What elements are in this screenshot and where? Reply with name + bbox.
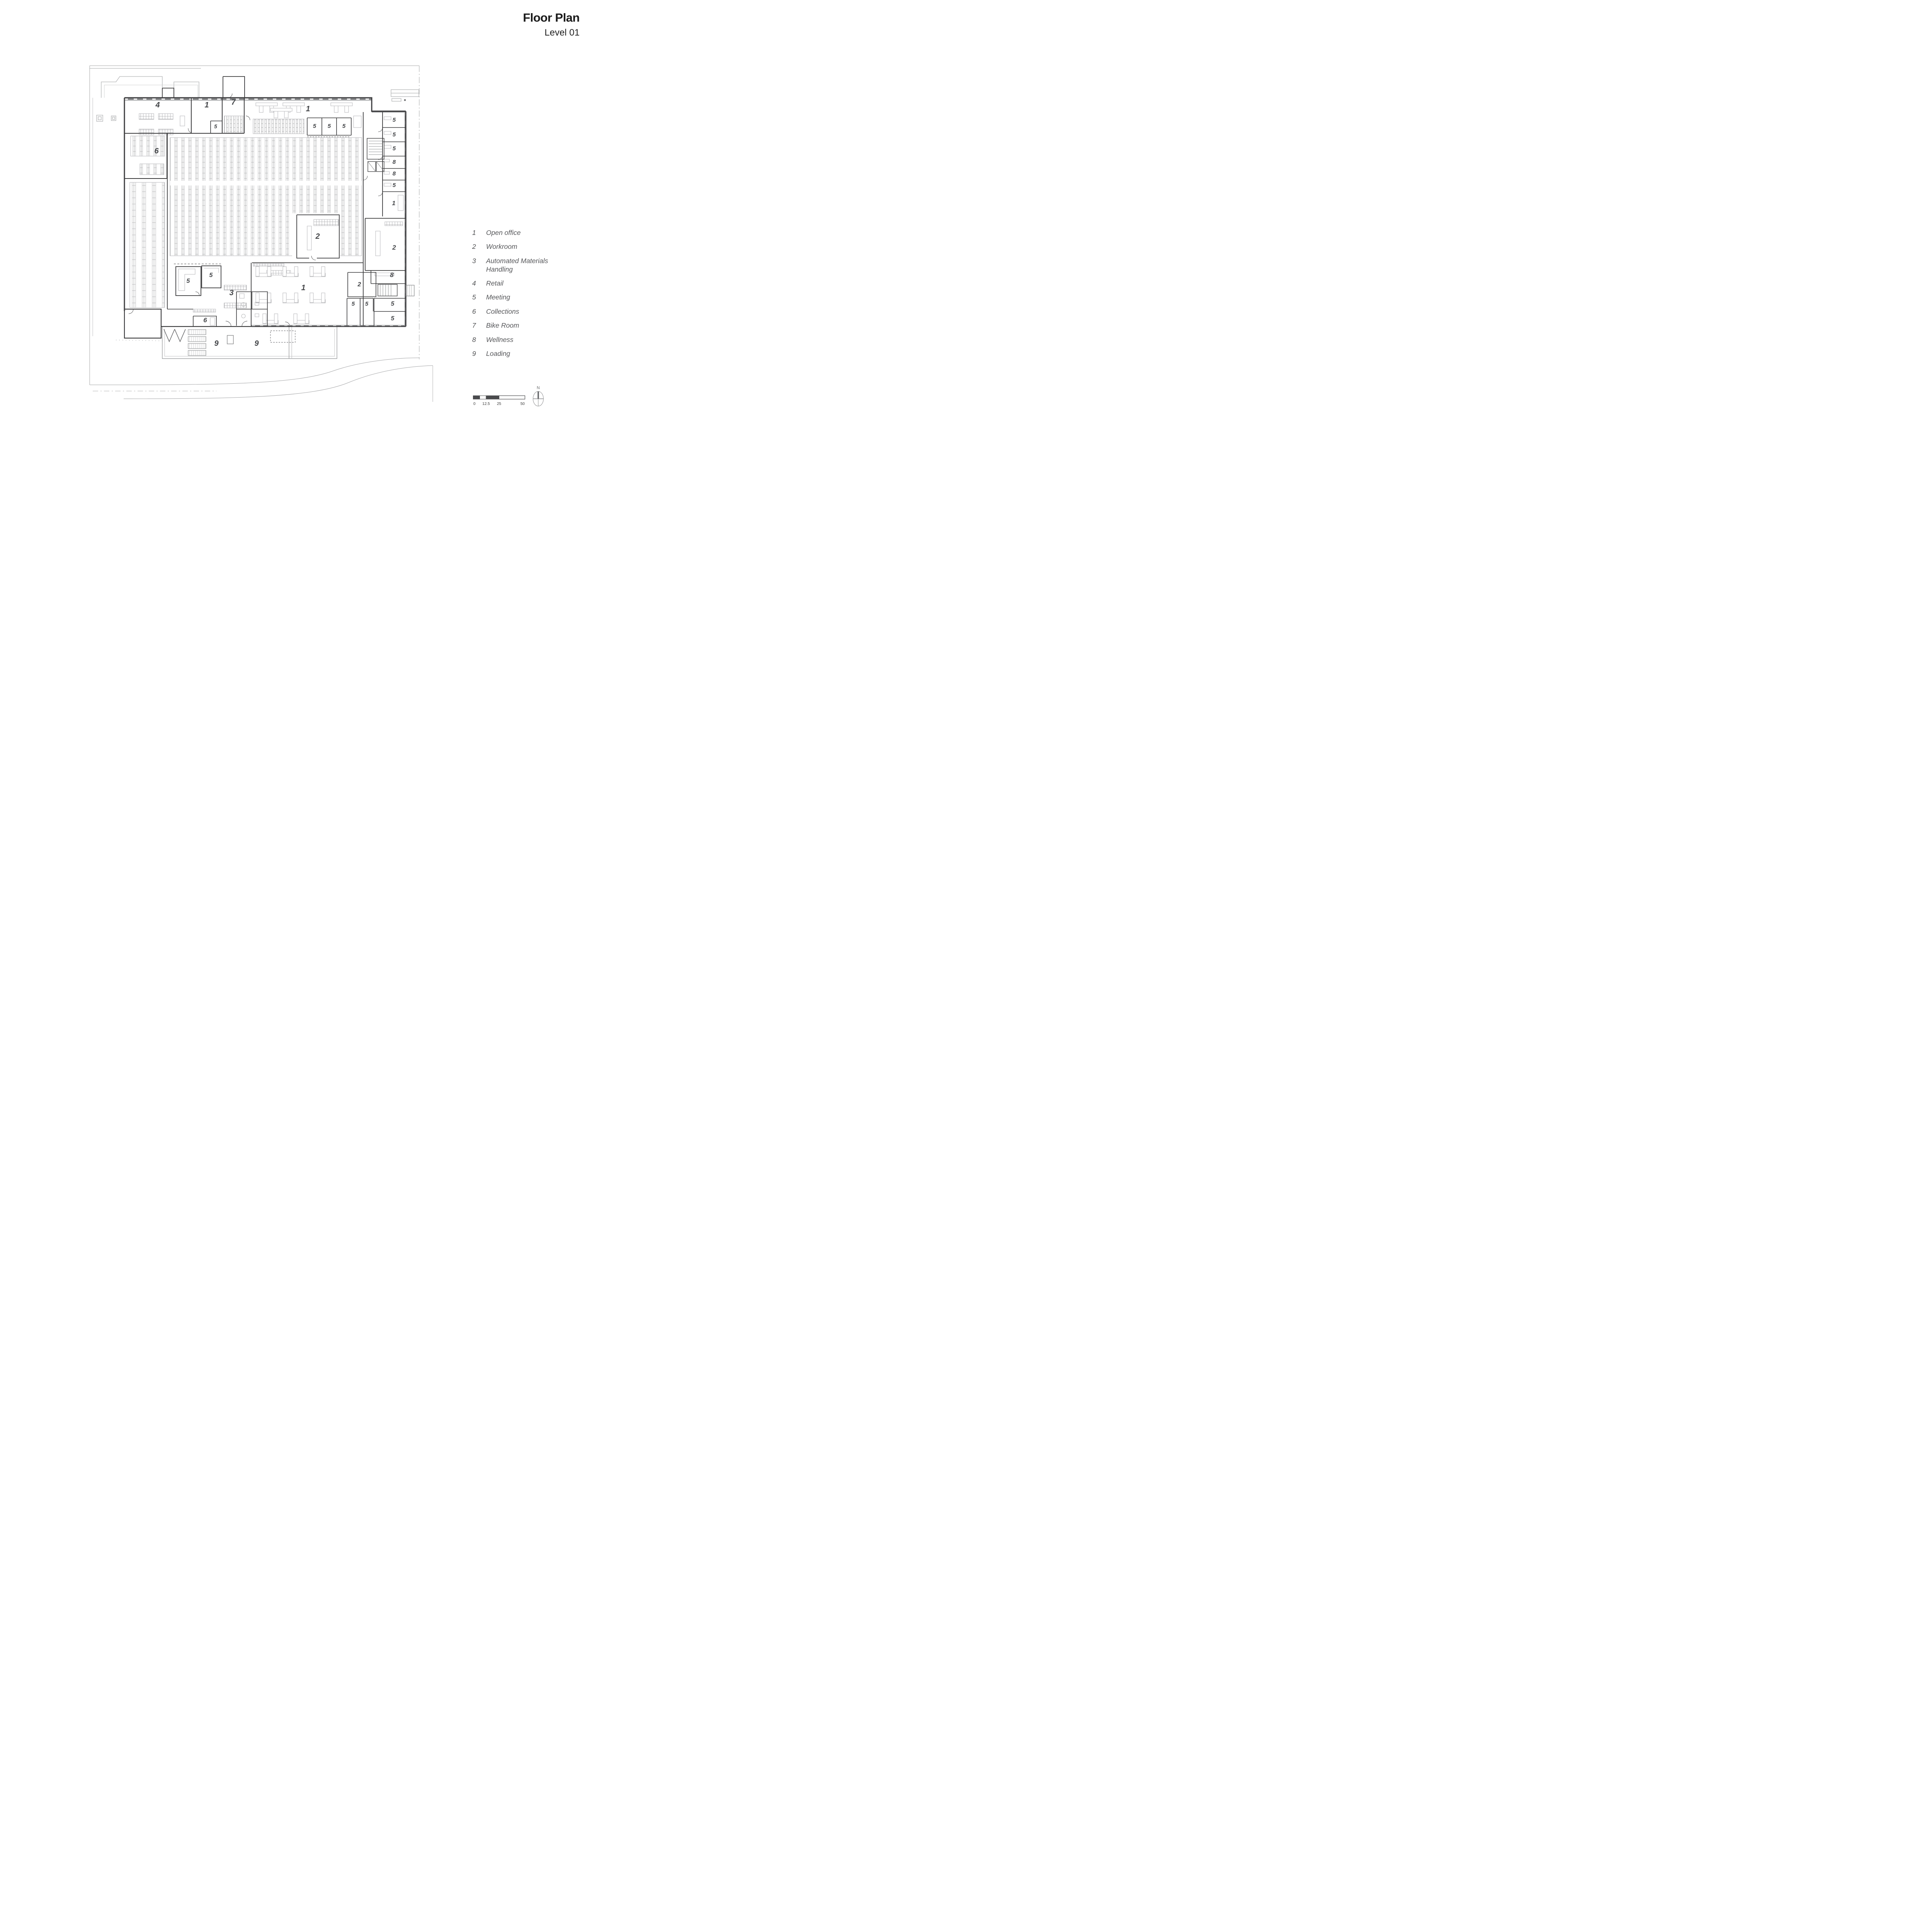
- room-label: 5: [313, 123, 316, 129]
- room-labels: 4 1 7 5 1 5 5 5 5 5 5 8 8 5 1 6 2 2 8 5 5 3 1 2 5 5 5 5 6 9 9: [154, 98, 396, 348]
- scale-bar: 0 12.5 25 50: [473, 395, 526, 406]
- legend-item-label: Meeting: [486, 293, 510, 301]
- room-label: 1: [392, 200, 396, 207]
- room-label: 5: [365, 301, 369, 307]
- legend-item-label: Retail: [486, 279, 503, 287]
- room-label: 8: [390, 271, 394, 279]
- legend-item-number: 7: [472, 321, 476, 330]
- legend-item-8: 8 Wellness: [472, 336, 568, 344]
- legend-item-number: 3: [472, 257, 476, 265]
- room-label: 5: [393, 145, 396, 152]
- legend-item-number: 9: [472, 349, 476, 357]
- legend-item-4: 4 Retail: [472, 279, 568, 288]
- legend-item-number: 2: [472, 243, 476, 251]
- room-legend: 1 Open office 2 Workroom 3 Automated Material…: [472, 229, 568, 364]
- room-label: 7: [231, 98, 236, 107]
- legend-item-2: 2 Workroom: [472, 243, 568, 251]
- scale-tick-label: 25: [497, 402, 502, 406]
- room-label: 6: [154, 147, 159, 155]
- furniture: [129, 102, 404, 326]
- room-label: 9: [254, 339, 259, 348]
- legend-item-5: 5 Meeting: [472, 293, 568, 302]
- title-block: Floor Plan Level 01: [444, 11, 580, 38]
- room-label: 5: [393, 182, 396, 189]
- room-label: 5: [328, 123, 331, 129]
- legend-item-label: Automated Materials Handling: [486, 257, 548, 273]
- room-label: 5: [352, 301, 355, 307]
- legend-item-label: Loading: [486, 349, 510, 357]
- room-label: 6: [203, 316, 207, 324]
- room-label: 5: [214, 123, 217, 129]
- room-label: 5: [391, 315, 395, 322]
- legend-item-label: Wellness: [486, 335, 514, 344]
- loading-dock: [162, 327, 337, 359]
- room-label: 2: [357, 281, 361, 288]
- room-label: 5: [393, 131, 396, 138]
- floor-plan-drawing: 4 1 7 5 1 5 5 5 5 5 5 8 8 5 1 6 2 2 8 5 5 3 1 2 5 5 5 5 6 9 9: [89, 65, 433, 402]
- room-label: 9: [214, 339, 219, 348]
- room-label: 2: [315, 232, 320, 241]
- room-label: 5: [342, 123, 346, 129]
- legend-item-number: 5: [472, 293, 476, 301]
- adjacent-context: [96, 76, 419, 122]
- legend-item-label: Open office: [486, 229, 521, 236]
- room-label: 1: [306, 105, 310, 113]
- sheet-subtitle: Level 01: [544, 27, 580, 38]
- door-arcs: [128, 93, 383, 327]
- room-label: 5: [187, 278, 190, 284]
- legend-item-1: 1 Open office: [472, 229, 568, 237]
- legend-item-number: 8: [472, 335, 476, 344]
- legend-item-label: Collections: [486, 307, 519, 315]
- legend-item-label: Workroom: [486, 243, 517, 251]
- room-label: 3: [229, 289, 233, 297]
- room-label: 5: [209, 272, 213, 279]
- room-label: 1: [301, 284, 305, 292]
- legend-item-6: 6 Collections: [472, 308, 568, 316]
- scale-tick-label: 50: [520, 402, 525, 406]
- room-label: 8: [393, 170, 396, 177]
- legend-item-label: Bike Room: [486, 321, 519, 330]
- scale-tick-labels: 0 12.5 25 50: [473, 402, 525, 406]
- walls: [124, 76, 415, 339]
- scale-tick-label: 12.5: [482, 402, 490, 406]
- legend-item-number: 4: [472, 279, 476, 287]
- room-label: 8: [393, 159, 396, 165]
- legend-item-9: 9 Loading: [472, 350, 568, 358]
- scale-tick-label: 0: [473, 402, 476, 406]
- room-label: 1: [204, 101, 209, 109]
- legend-item-7: 7 Bike Room: [472, 321, 568, 330]
- north-arrow: N: [533, 386, 544, 406]
- legend-item-number: 1: [472, 229, 476, 236]
- sheet-title: Floor Plan: [523, 11, 580, 24]
- legend-item-number: 6: [472, 307, 476, 315]
- site-lines: [89, 65, 433, 402]
- floor-plan-sheet: { "title": { "main": "Floor Plan", "sub"…: [0, 0, 1932, 493]
- room-label: 5: [391, 301, 395, 307]
- room-label: 4: [155, 101, 160, 109]
- room-label: 2: [392, 244, 396, 251]
- north-label: N: [537, 386, 540, 390]
- room-label: 5: [393, 117, 396, 123]
- legend-item-3: 3 Automated Materials Handling: [472, 257, 568, 274]
